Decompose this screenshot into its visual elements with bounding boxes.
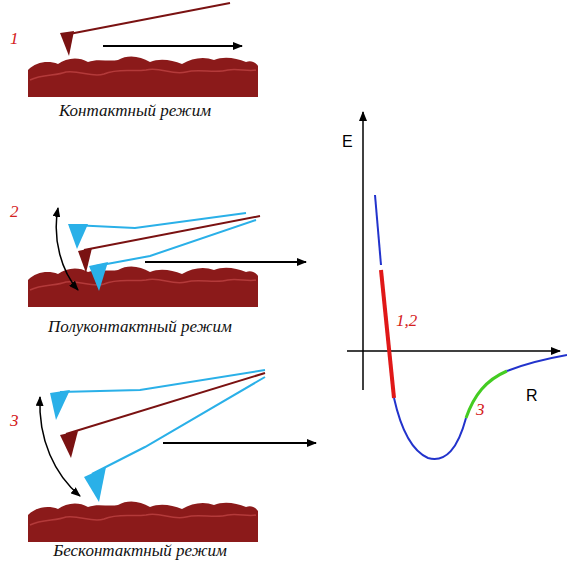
cantilever (64, 3, 230, 35)
link-arrow (163, 442, 316, 444)
sample-surface (28, 266, 258, 307)
cantilever (84, 216, 260, 250)
callout-number: 3 (476, 401, 485, 418)
potential-curve (394, 398, 466, 459)
probe-tip (60, 31, 74, 56)
potential-curve (507, 355, 567, 371)
probe-tip (84, 467, 106, 502)
probe-tip (78, 248, 92, 273)
e-axis (362, 112, 364, 390)
axis-label: R (526, 388, 538, 404)
cantilever (66, 373, 265, 434)
potential-curve (375, 195, 381, 265)
cantilever-up (60, 370, 265, 392)
probe-tip (68, 224, 88, 249)
cantilever-up (72, 213, 246, 228)
axis-label: E (342, 134, 353, 150)
callout-number: 1,2 (396, 312, 417, 329)
callout-number: 1 (10, 30, 19, 47)
probe-tip (89, 262, 108, 291)
sample-surface (28, 501, 258, 542)
scan-arrow (103, 45, 242, 47)
oscillation-arrow (40, 397, 80, 496)
oscillation-arrow (56, 208, 78, 290)
mode-caption: Полуконтактный режим (48, 318, 232, 335)
callout-number: 2 (10, 203, 19, 220)
cantilever-down (96, 220, 256, 266)
r-axis (347, 350, 560, 352)
noncontact-region (466, 371, 507, 418)
probe-tip (50, 390, 70, 420)
probe-tip (60, 431, 78, 458)
contact-region (381, 270, 394, 398)
callout-number: 3 (10, 412, 19, 429)
sample-surface (28, 56, 258, 97)
link-arrow (145, 261, 306, 263)
mode-caption: Контактный режим (59, 102, 211, 119)
mode-caption: Бесконтактный режим (53, 542, 227, 559)
cantilever-down (92, 377, 265, 474)
